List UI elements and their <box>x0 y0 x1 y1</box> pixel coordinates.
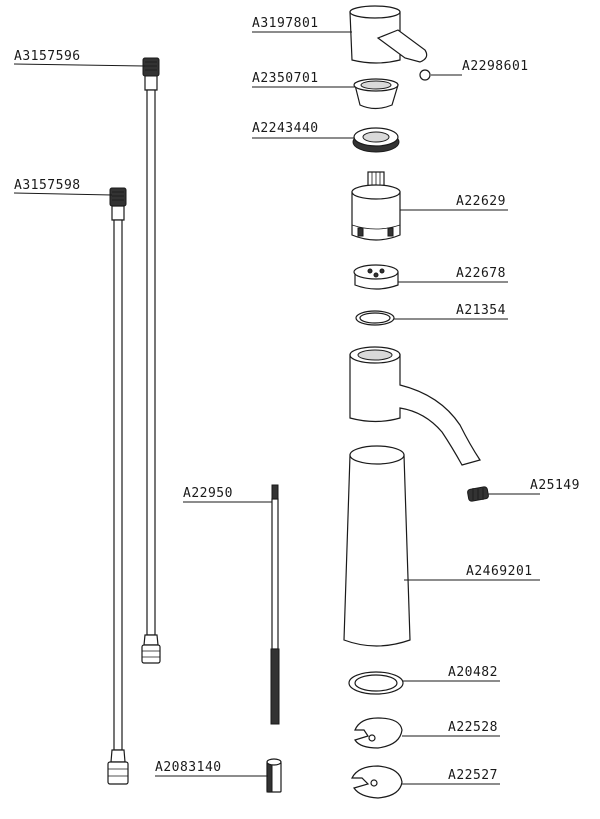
label-threaded-rod: A22950 <box>183 486 233 501</box>
handle <box>349 5 428 64</box>
hose-short <box>107 187 129 785</box>
spout-screw <box>467 486 489 502</box>
leader-lines <box>13 31 540 785</box>
label-clip-upper: A22528 <box>448 720 498 735</box>
cap-ring <box>353 78 399 110</box>
label-hose-short: A3157598 <box>14 178 81 193</box>
label-cartridge: A22629 <box>456 194 506 209</box>
part-labels: A3157596 A3157598 A22950 A2083140 A31978… <box>14 16 580 783</box>
label-hose-long: A3157596 <box>14 49 81 64</box>
label-clip-lower: A22527 <box>448 768 498 783</box>
label-cap-ring: A2350701 <box>252 71 319 86</box>
label-handle: A3197801 <box>252 16 319 31</box>
hex-nut <box>266 758 282 793</box>
label-o-ring-upper: A21354 <box>456 303 506 318</box>
threaded-rod <box>270 484 280 725</box>
label-screw: A2298601 <box>462 59 529 74</box>
label-body: A2469201 <box>466 564 533 579</box>
spout <box>349 346 481 466</box>
clip-upper <box>354 717 403 749</box>
hose-long <box>141 57 161 664</box>
cartridge <box>351 171 401 241</box>
body <box>343 445 411 647</box>
label-base-disc: A22678 <box>456 266 506 281</box>
small-screw <box>419 69 431 81</box>
o-ring-upper <box>355 310 395 326</box>
nut-ring <box>352 127 400 153</box>
clip-lower <box>351 765 403 799</box>
label-washer: A20482 <box>448 665 498 680</box>
label-nut-ring: A2243440 <box>252 121 319 136</box>
label-spout-screw: A25149 <box>530 478 580 493</box>
label-nut: A2083140 <box>155 760 222 775</box>
base-disc <box>353 264 399 290</box>
washer <box>348 671 404 695</box>
